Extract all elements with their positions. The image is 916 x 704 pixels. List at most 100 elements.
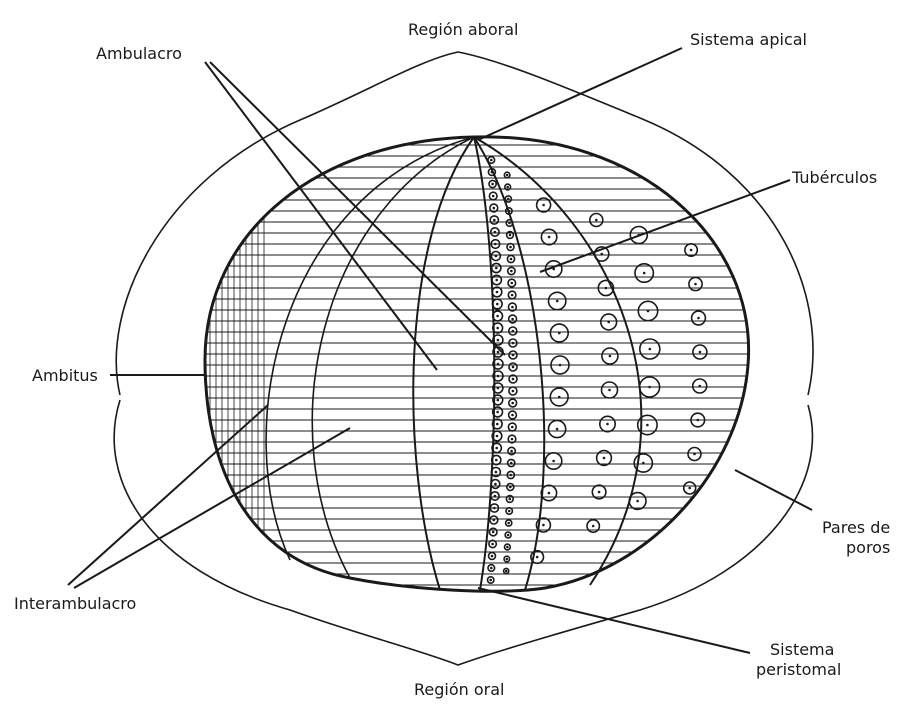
leader-ambulacro-2 — [210, 62, 505, 355]
tubercle-center — [643, 272, 646, 275]
tubercle-center — [506, 174, 509, 177]
label-ambitus: Ambitus — [32, 366, 98, 386]
label-sistema-apical: Sistema apical — [690, 30, 807, 50]
test-body — [200, 137, 760, 591]
tubercle-center — [496, 303, 499, 306]
leader-sistema-apical — [478, 48, 682, 140]
tubercle-center — [507, 534, 510, 537]
tubercle-center — [495, 447, 498, 450]
tubercle-center — [509, 234, 512, 237]
tubercle-center — [496, 315, 499, 318]
tubercle-center — [600, 253, 603, 256]
tubercle-center — [606, 423, 609, 426]
label-tuberculos: Tubérculos — [792, 168, 877, 188]
tubercle-center — [511, 402, 514, 405]
tubercle-center — [509, 246, 512, 249]
tubercle-center — [495, 471, 498, 474]
tubercle-center — [511, 438, 514, 441]
tubercle-center — [592, 525, 595, 528]
tubercle-center — [511, 426, 514, 429]
tubercle-center — [508, 222, 511, 225]
tubercle-center — [649, 348, 652, 351]
tubercle-center — [510, 258, 513, 261]
label-region-oral: Región oral — [414, 680, 504, 700]
tubercle-center — [510, 270, 513, 273]
tubercle-center — [559, 364, 562, 367]
tubercle-center — [495, 279, 498, 282]
tubercle-center — [542, 204, 545, 207]
tubercle-center — [607, 321, 610, 324]
tubercle-center — [609, 355, 612, 358]
tubercle-center — [512, 366, 515, 369]
tubercle-center — [511, 318, 514, 321]
tubercle-center — [509, 498, 512, 501]
tubercle-center — [493, 219, 496, 222]
tubercle-center — [598, 491, 601, 494]
tubercle-center — [507, 198, 510, 201]
tubercle-center — [511, 282, 514, 285]
label-sistema-peristomal-line2: peristomal — [756, 660, 841, 680]
tubercle-center — [542, 524, 545, 527]
tubercle-center — [558, 332, 561, 335]
tubercle-center — [494, 243, 497, 246]
tubercle-center — [603, 457, 606, 460]
tubercle-center — [495, 459, 498, 462]
tubercle-center — [511, 306, 514, 309]
tubercle-center — [489, 579, 492, 582]
tubercle-center — [556, 300, 559, 303]
tubercle-center — [491, 171, 494, 174]
label-pares-de-poros-line2: poros — [846, 538, 890, 558]
tubercle-center — [506, 546, 509, 549]
tubercle-center — [512, 378, 515, 381]
tubercle-center — [494, 231, 497, 234]
tubercle-center — [552, 460, 555, 463]
label-pares-de-poros-line1: Pares de — [822, 518, 890, 538]
tubercle-center — [505, 570, 508, 573]
tubercle-center — [492, 195, 495, 198]
tubercle-center — [494, 495, 497, 498]
tubercle-center — [512, 390, 515, 393]
tubercle-center — [512, 354, 515, 357]
tubercle-center — [495, 267, 498, 270]
label-sistema-peristomal-line1: Sistema — [770, 640, 834, 660]
tubercle-center — [693, 453, 696, 456]
tubercle-center — [490, 567, 493, 570]
ambulacral-column-edge — [312, 137, 474, 578]
oral-region-bracket — [114, 400, 812, 665]
tubercle-center — [496, 423, 499, 426]
tubercle-center — [492, 531, 495, 534]
tubercle-center — [507, 522, 510, 525]
leader-sistema-peristomal — [478, 588, 750, 653]
aboral-region-bracket — [116, 52, 813, 395]
tubercle-center — [509, 486, 512, 489]
tubercle-center — [697, 317, 700, 320]
tubercle-center — [608, 389, 611, 392]
tubercle-center — [497, 375, 500, 378]
tubercle-center — [510, 450, 513, 453]
tubercle-center — [646, 424, 649, 427]
tubercle-center — [648, 386, 651, 389]
tubercle-center — [496, 435, 499, 438]
tubercle-center — [636, 500, 639, 503]
tubercle-center — [511, 414, 514, 417]
tubercle-center — [493, 207, 496, 210]
tubercle-center — [595, 219, 598, 222]
tubercle-center — [493, 519, 496, 522]
tubercle-center — [493, 507, 496, 510]
tubercle-center — [694, 283, 697, 286]
tubercle-center — [647, 310, 650, 313]
tubercle-center — [536, 556, 539, 559]
tubercle-center — [508, 510, 511, 513]
label-region-aboral: Región aboral — [408, 20, 518, 40]
tubercle-center — [511, 294, 514, 297]
tubercle-center — [558, 396, 561, 399]
tubercle-center — [496, 327, 499, 330]
tubercle-center — [690, 249, 693, 252]
tubercle-center — [510, 462, 513, 465]
tubercle-center — [506, 558, 509, 561]
tubercle-center — [605, 287, 608, 290]
tubercle-center — [495, 255, 498, 258]
tubercle-center — [497, 339, 500, 342]
tubercle-center — [497, 387, 500, 390]
